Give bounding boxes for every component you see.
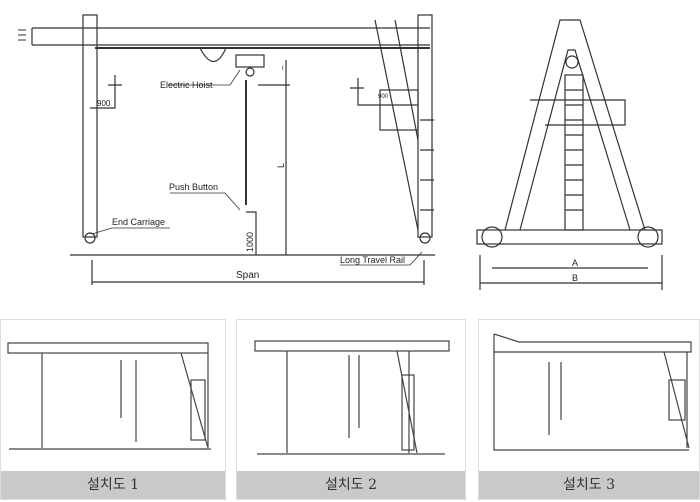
main-drawings: Electric Hoist Push Button End Carriage … — [18, 14, 663, 290]
installation-caption-1: 설치도 1 — [1, 471, 225, 499]
installation-caption-2: 설치도 2 — [237, 471, 465, 499]
installation-drawing-2 — [254, 340, 450, 455]
installation-drawing-3 — [493, 333, 692, 451]
end-carriage-label: End Carriage — [112, 217, 165, 227]
dim-I: I — [282, 66, 284, 72]
dim-900-right: 900 — [378, 94, 389, 100]
installation-drawing-1 — [7, 342, 211, 450]
dim-900-left: 900 — [97, 99, 111, 108]
installation-panel-3: 설치도 3 — [478, 319, 700, 500]
dim-B: B — [572, 273, 578, 283]
dim-1000: 1000 — [245, 232, 255, 252]
front-view — [18, 14, 435, 285]
electric-hoist-label: Electric Hoist — [160, 80, 213, 90]
long-travel-rail-label: Long Travel Rail — [340, 255, 405, 265]
span-label: Span — [236, 270, 259, 281]
dim-A: A — [572, 258, 578, 268]
installation-panel-2: 설치도 2 — [236, 319, 466, 500]
side-view — [476, 19, 663, 290]
installation-panel-1: 설치도 1 — [0, 319, 226, 500]
push-button-label: Push Button — [169, 182, 218, 192]
dim-L: L — [276, 163, 286, 168]
installation-caption-3: 설치도 3 — [479, 471, 699, 499]
